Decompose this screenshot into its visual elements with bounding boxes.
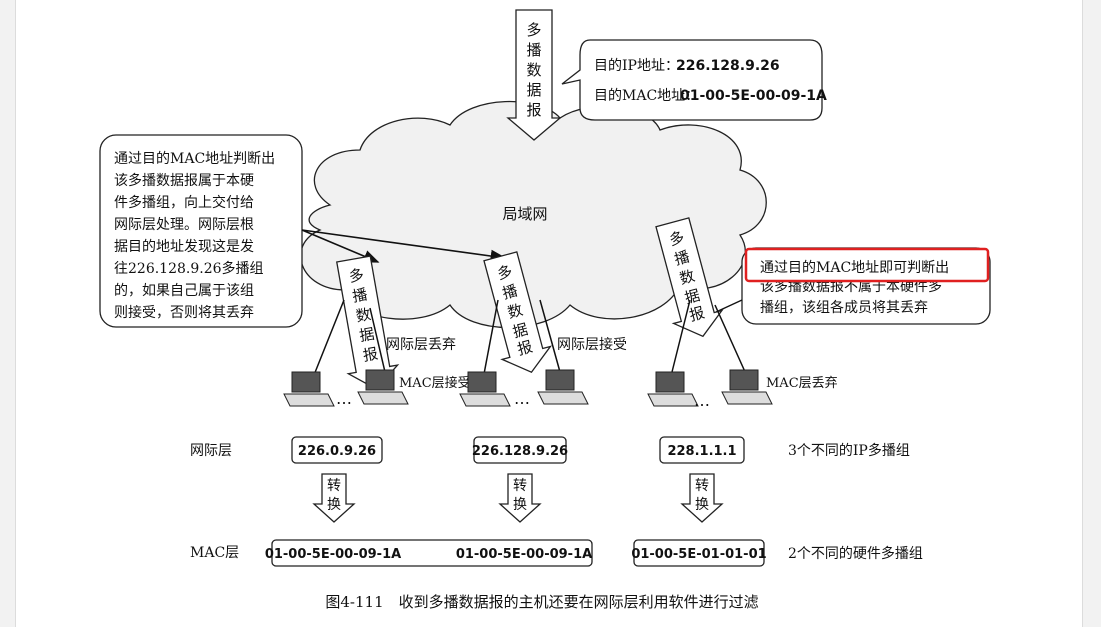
top-address-callout: 目的IP地址： 226.128.9.26 目的MAC地址： 01-00-5E-0…	[561, 39, 827, 121]
mac-group-box: 01-00-5E-00-09-1A 01-00-5E-00-09-1A	[265, 539, 593, 567]
datagram-arrow-middle: 多 播 数 据 报	[483, 251, 553, 374]
datagram-char: 数	[506, 301, 525, 322]
datagram-char: 报	[361, 344, 379, 364]
laptop-icon	[283, 371, 335, 407]
datagram-arrow-right: 多 播 数 据 报	[655, 217, 724, 338]
left-callout-line: 据目的地址发现这是发	[114, 238, 254, 255]
convert-char: 转	[513, 478, 527, 494]
mac-groups-note: 2个不同的硬件多播组	[788, 545, 923, 562]
top-datagram-char: 据	[526, 81, 541, 99]
ip-group-box: 226.128.9.26	[472, 436, 568, 464]
dest-ip-value: 226.128.9.26	[676, 58, 780, 74]
ip-address: 228.1.1.1	[667, 444, 736, 459]
convert-char: 换	[695, 496, 709, 513]
convert-char: 转	[327, 478, 341, 494]
ip-group-box: 226.0.9.26	[291, 436, 383, 464]
ellipsis: …	[336, 389, 352, 408]
datagram-char: 多	[347, 266, 365, 286]
left-callout-line: 件多播组，向上交付给	[114, 194, 254, 211]
right-callout-line: 通过目的MAC地址即可判断出	[760, 260, 949, 276]
top-datagram-char: 多	[526, 21, 541, 39]
left-callout-line: 网际层处理。网际层根	[114, 217, 254, 233]
left-callout-line: 该多播数据报属于本硬	[114, 172, 254, 189]
left-callout-line: 的，如果自己属于该组	[114, 283, 254, 299]
ip-group-box: 228.1.1.1	[659, 436, 745, 464]
convert-arrow: 转 换	[312, 473, 356, 523]
left-callout-line: 往226.128.9.26多播组	[114, 260, 264, 277]
right-callout: 该多播数据报不属于本硬件多 播组，该组各成员将其丢弃 通过目的MAC地址即可判断…	[741, 247, 991, 325]
mac-address: 01-00-5E-01-01-01	[631, 547, 766, 562]
ellipsis: …	[694, 391, 710, 410]
laptop-icon	[357, 369, 409, 405]
laptop-icon	[537, 369, 589, 405]
top-datagram-char: 播	[526, 41, 541, 59]
convert-char: 换	[327, 496, 341, 513]
datagram-char: 多	[495, 262, 514, 283]
datagram-char: 数	[354, 305, 372, 325]
mac-group-box: 01-00-5E-01-01-01	[631, 539, 767, 567]
ip-address: 226.128.9.26	[472, 444, 568, 459]
datagram-char: 报	[687, 303, 706, 324]
right-callout-line: 播组，该组各成员将其丢弃	[760, 300, 928, 316]
mac-address: 01-00-5E-00-09-1A	[265, 547, 401, 562]
datagram-char: 据	[683, 286, 702, 307]
laptop-icon	[459, 371, 511, 407]
left-callout-line: 则接受，否则将其丢弃	[114, 304, 254, 321]
host-links	[313, 299, 747, 376]
pointer-line-middle	[301, 229, 507, 263]
convert-arrow: 转 换	[680, 473, 724, 523]
laptop-icon	[721, 369, 773, 405]
row-label-mac-layer: MAC层	[190, 545, 239, 561]
figure-caption: 图4-111 收到多播数据报的主机还要在网际层利用软件进行过滤	[325, 593, 758, 611]
datagram-arrow-left: 多 播 数 据 报	[336, 255, 400, 390]
left-callout: 通过目的MAC地址判断出 该多播数据报属于本硬 件多播组，向上交付给 网际层处理…	[99, 134, 303, 328]
mac-address: 01-00-5E-00-09-1A	[456, 547, 592, 562]
label-mac-accept: MAC层接受	[399, 375, 471, 391]
datagram-char: 播	[500, 281, 519, 302]
cloud-label: 局域网	[502, 205, 547, 223]
pointer-line-right	[715, 299, 743, 313]
datagram-char: 数	[678, 267, 697, 288]
ip-groups-note: 3个不同的IP多播组	[788, 442, 910, 459]
top-datagram-arrow: 多 播 数 据 报	[506, 9, 562, 141]
left-callout-line: 通过目的MAC地址判断出	[114, 151, 275, 167]
datagram-char: 据	[358, 325, 376, 345]
ip-address: 226.0.9.26	[298, 444, 376, 459]
highlight-box	[744, 247, 990, 283]
convert-arrow: 转 换	[498, 473, 542, 523]
dest-ip-label: 目的IP地址：	[594, 58, 679, 74]
datagram-char: 多	[667, 228, 686, 249]
top-datagram-char: 数	[526, 61, 541, 79]
ellipsis: …	[514, 389, 530, 408]
laptop-icon	[647, 371, 699, 407]
dest-mac-label: 目的MAC地址：	[594, 88, 699, 104]
label-ip-drop: 网际层丢弃	[386, 337, 456, 353]
convert-char: 转	[695, 478, 709, 494]
convert-char: 换	[513, 496, 527, 513]
row-label-ip-layer: 网际层	[190, 443, 232, 459]
datagram-char: 据	[511, 320, 530, 341]
label-ip-accept: 网际层接受	[557, 336, 627, 353]
top-datagram-char: 报	[526, 101, 541, 119]
label-mac-drop: MAC层丢弃	[766, 376, 838, 391]
datagram-char: 播	[672, 247, 691, 268]
dest-mac-value: 01-00-5E-00-09-1A	[680, 88, 827, 104]
datagram-char: 播	[351, 285, 369, 305]
datagram-char: 报	[515, 337, 534, 358]
